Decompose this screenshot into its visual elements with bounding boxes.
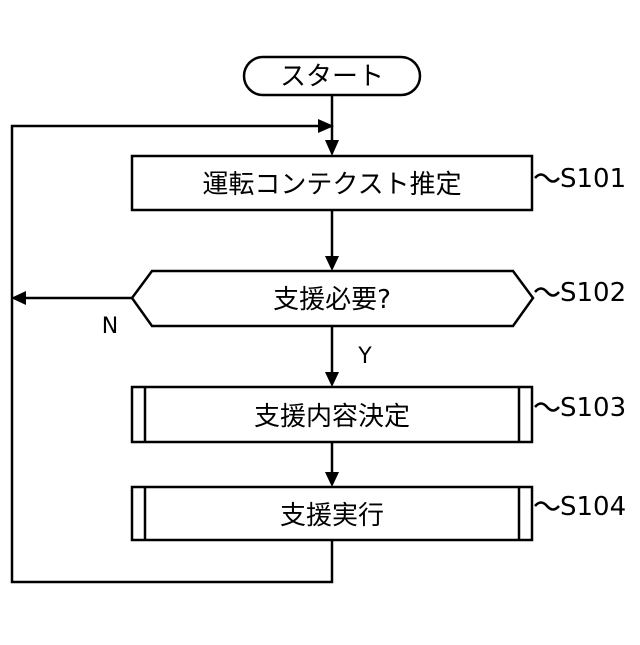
process-s101-label: 運転コンテクスト推定 — [202, 170, 461, 200]
s101-leader — [535, 175, 559, 182]
start-label: スタート — [280, 62, 384, 92]
step-label-s104: S104 — [560, 492, 626, 522]
edge-label-no: N — [102, 314, 118, 339]
s104-leader — [535, 503, 559, 510]
s102-leader — [535, 289, 559, 296]
arrowhead-s103 — [325, 372, 339, 387]
step-label-s103: S103 — [560, 393, 626, 423]
edge-label-yes: Y — [357, 344, 372, 369]
step-label-s101: S101 — [560, 164, 626, 194]
arrowhead-s101 — [325, 140, 339, 156]
arrowhead-s104 — [325, 472, 339, 487]
decision-s102-label: 支援必要? — [273, 285, 391, 315]
s103-leader — [535, 404, 559, 411]
arrowhead-s102 — [325, 256, 339, 271]
step-label-s102: S102 — [560, 278, 626, 308]
process-s104-label: 支援実行 — [280, 501, 384, 531]
process-s103-label: 支援内容決定 — [254, 402, 410, 432]
